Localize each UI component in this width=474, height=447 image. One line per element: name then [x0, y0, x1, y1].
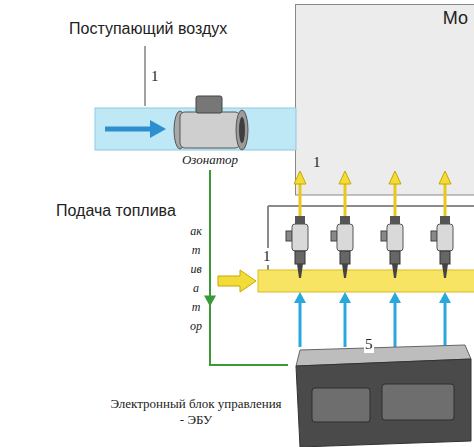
injector-valve	[390, 251, 400, 264]
callout-number: 1	[150, 68, 160, 85]
air-label: Поступающий воздух	[68, 20, 228, 38]
control-arrow-head	[339, 292, 351, 303]
signal-line	[210, 170, 288, 365]
control-arrow	[394, 302, 397, 347]
fuel-inlet-arrow	[218, 270, 256, 292]
engine-label: Мо	[443, 8, 468, 29]
sensor-flange	[236, 110, 248, 150]
injector-body	[437, 224, 453, 251]
control-arrow-head	[294, 292, 306, 303]
injector-body	[292, 224, 308, 251]
injector-nozzle	[342, 264, 348, 278]
injector-valve	[340, 251, 350, 264]
callout-number: 1	[262, 248, 272, 265]
air-arrow	[105, 127, 151, 132]
injector-body	[337, 224, 353, 251]
edge-label: активатор	[190, 222, 202, 336]
control-arrow	[344, 302, 347, 347]
engine-block	[296, 5, 474, 196]
intake-pipe	[95, 108, 296, 150]
fuel-label: Подача топлива	[55, 202, 177, 220]
sensor-connector	[196, 96, 222, 113]
callout-number: 1	[313, 154, 321, 171]
injector-plug	[286, 231, 292, 241]
signal-connector	[204, 170, 288, 365]
injector-valve	[295, 251, 305, 264]
control-arrow	[444, 302, 447, 347]
callout-number: 5	[364, 336, 374, 353]
ecu-body	[296, 359, 471, 447]
engine-box: Мо 1	[295, 4, 474, 195]
sensor-label: Озонатор	[162, 152, 258, 168]
ecu-connector	[312, 388, 370, 422]
ecu-label: Электронный блок управления - ЭБУ	[110, 396, 282, 429]
spray-arrow-head	[339, 171, 351, 184]
spray-arrow-head	[389, 171, 401, 184]
control-arrow	[299, 302, 302, 347]
injector-nozzle	[392, 264, 398, 278]
spray-arrow	[394, 183, 397, 216]
air-arrow-head	[150, 120, 166, 138]
spray-arrow	[444, 183, 447, 216]
leader-line	[145, 46, 146, 106]
injector-plug	[381, 231, 387, 241]
sensor-opening	[239, 117, 245, 143]
control-arrow-head	[439, 292, 451, 303]
spray-arrow-head	[294, 171, 306, 184]
injector-body	[387, 224, 403, 251]
injector-valve	[440, 251, 450, 264]
spray-arrow-head	[439, 171, 451, 184]
air-sensor: Озонатор	[162, 92, 258, 170]
injector-group	[286, 171, 453, 347]
spray-arrow	[344, 183, 347, 216]
injector-nozzle	[297, 264, 303, 278]
fuel-rail	[258, 270, 474, 292]
injector-nozzle	[442, 264, 448, 278]
injector-plug	[431, 231, 437, 241]
control-arrow-head	[389, 292, 401, 303]
ecu-connector	[382, 384, 454, 420]
arrow-head	[204, 296, 216, 307]
injector-plug	[331, 231, 337, 241]
spray-arrow	[299, 183, 302, 216]
sensor-body	[180, 112, 240, 148]
ecu-unit: Электронный блок управления - ЭБУ	[288, 346, 472, 447]
